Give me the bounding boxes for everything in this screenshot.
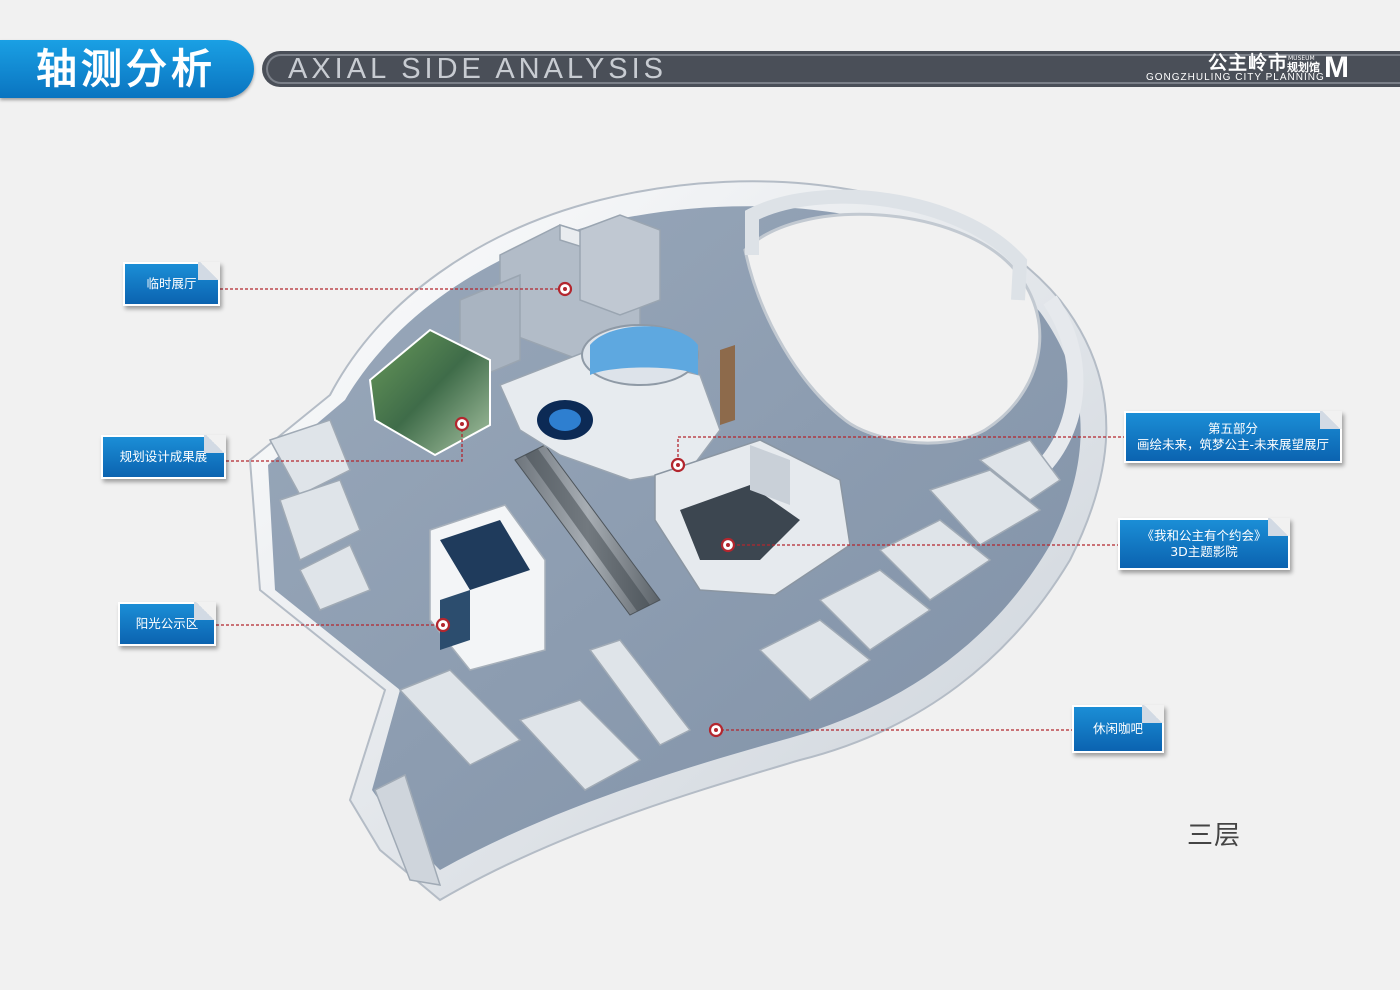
floor-caption: 三层 <box>1187 821 1242 851</box>
label-fold-corner <box>1142 705 1164 723</box>
logo-museum-cn: 规划馆 <box>1287 61 1320 74</box>
header-bar <box>262 51 1400 87</box>
logo-museum-en: MUSEUM <box>1288 55 1315 62</box>
bottom-rooms <box>374 639 692 886</box>
right-rooms <box>758 439 1062 701</box>
cinema-room <box>654 439 851 596</box>
page-title: 轴测分析 <box>36 45 216 93</box>
header-bar-outline <box>266 54 1400 84</box>
label-part-five-subtitle: 画绘未来，筑梦公主-未来展望展厅 <box>1136 437 1329 452</box>
label-cinema-title: 《我和公主有个约会》 <box>1141 528 1267 543</box>
museum-logo: 公主岭市 MUSEUM 规划馆 M GONGZHULING CITY PLANN… <box>1140 52 1360 86</box>
courtyard-wall <box>743 212 1042 445</box>
label-part-five: 第五部分 画绘未来，筑梦公主-未来展望展厅 <box>1124 411 1342 463</box>
logo-city-name-en: GONGZHULING CITY PLANNING <box>1146 72 1325 83</box>
label-temporary-hall: 临时展厅 <box>123 262 220 306</box>
label-cinema-subtitle: 3D主题影院 <box>1170 544 1238 559</box>
title-badge <box>0 40 254 98</box>
label-fold-corner <box>198 262 220 280</box>
label-public-notice: 阳光公示区 <box>118 602 216 646</box>
label-planning-results: 规划设计成果展 <box>101 435 226 479</box>
label-planning-results-text: 规划设计成果展 <box>119 449 208 464</box>
leader-part-five <box>677 436 1126 465</box>
label-fold-corner <box>204 435 226 453</box>
future-exhibition-hall <box>498 324 735 481</box>
label-part-five-title: 第五部分 <box>1207 421 1258 436</box>
label-fold-corner <box>1268 518 1290 536</box>
label-fold-corner <box>1320 411 1342 429</box>
label-public-notice-text: 阳光公示区 <box>135 616 199 631</box>
label-cinema: 《我和公主有个约会》 3D主题影院 <box>1118 518 1290 570</box>
logo-letter: M <box>1324 51 1349 84</box>
page-subtitle: AXIAL SIDE ANALYSIS <box>288 53 668 85</box>
logo-city-name: 公主岭市 <box>1208 52 1289 74</box>
leader-lines <box>216 288 1126 731</box>
label-cafe-text: 休闲咖吧 <box>1092 721 1143 736</box>
public-notice-booth <box>429 504 546 671</box>
label-cafe: 休闲咖吧 <box>1072 705 1164 753</box>
left-rooms <box>268 419 372 611</box>
label-fold-corner <box>194 602 216 620</box>
label-temporary-hall-text: 临时展厅 <box>146 276 197 291</box>
leader-planning-results <box>226 424 463 462</box>
